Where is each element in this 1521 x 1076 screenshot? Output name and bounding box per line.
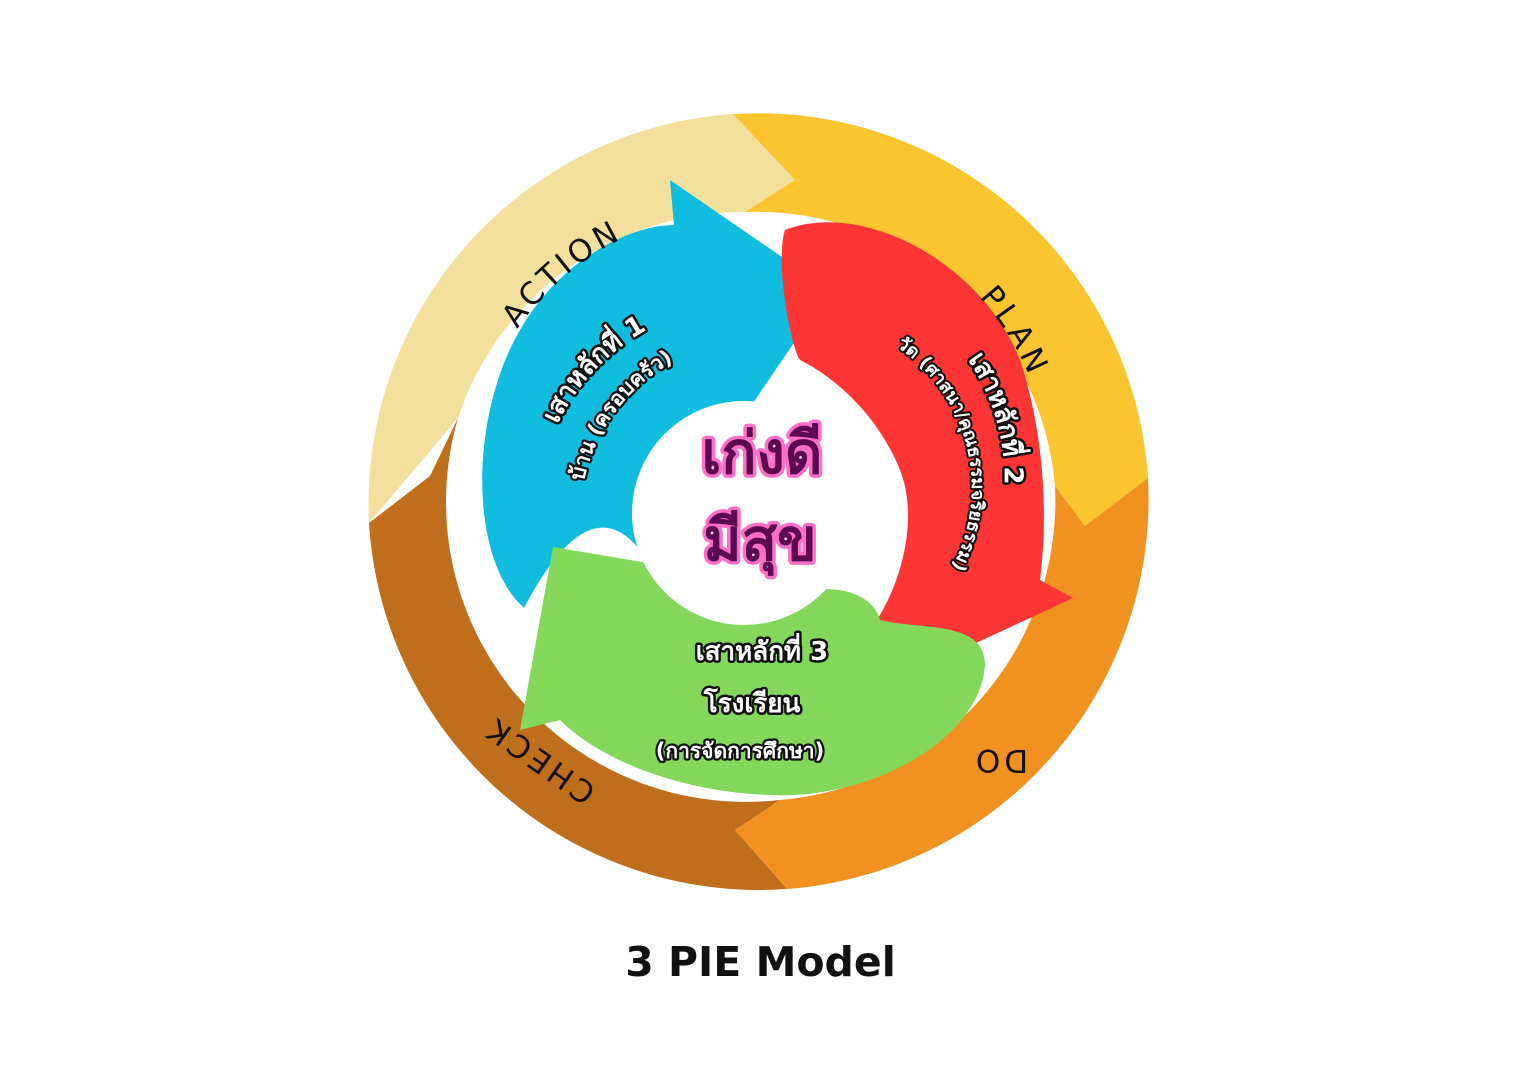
center-line-2: มีสุข bbox=[703, 506, 816, 577]
pillar-arrow-1 bbox=[482, 180, 830, 608]
pillar-3-title: เสาหลักที่ 3 bbox=[696, 632, 828, 667]
pillar-3-line2: โรงเรียน bbox=[703, 687, 801, 719]
pillar-3-line3: (การจัดการศึกษา) bbox=[656, 739, 824, 763]
ring-label-do: DO bbox=[972, 742, 1028, 778]
ring-segment-do bbox=[735, 478, 1149, 889]
center-line-1: เก่งดี bbox=[702, 419, 823, 487]
ring-segment-check bbox=[369, 418, 787, 890]
center-circle bbox=[632, 401, 856, 625]
diagram-caption: 3 PIE Model bbox=[625, 938, 896, 986]
ring-segment-plan bbox=[733, 113, 1148, 526]
pillar-arrow-2 bbox=[781, 222, 1073, 676]
pillar-arrow-3 bbox=[520, 547, 985, 796]
